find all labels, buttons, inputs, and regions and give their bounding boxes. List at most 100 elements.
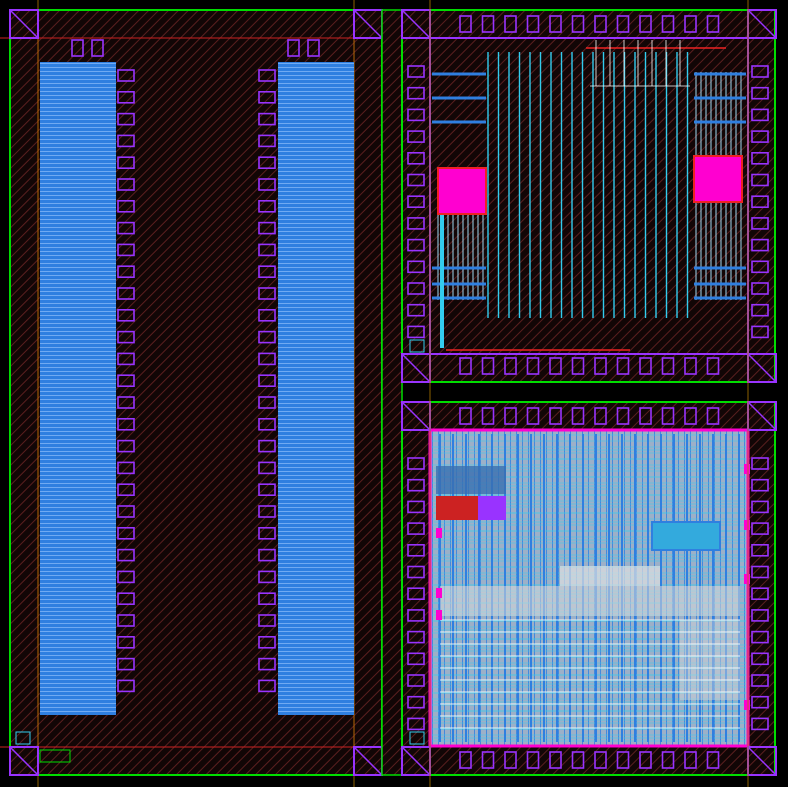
left-pin-b [258,614,276,627]
br-pin-right [751,695,769,709]
left-pin-b [258,178,276,191]
tr-pin-bottom [481,357,495,375]
tr-pin-left [407,238,425,252]
left-corner-cell-diag [353,746,383,776]
tr-pin-bottom [526,357,540,375]
left-top-stub [307,39,320,57]
br-pin-left [407,522,425,535]
left-top-stub [287,39,300,57]
tr-pin-bottom [549,357,562,375]
left-pin-b [258,243,276,257]
br-pin-top [549,407,562,425]
br-pin-bottom [459,751,472,769]
tr-pin-left [407,303,425,317]
left-memory-array-a[interactable] [40,62,116,715]
br-die-marker-box [409,731,425,745]
left-pin-a [117,396,135,409]
left-pin-a [117,69,135,82]
br-pin-bottom [706,751,720,769]
tr-pin-bottom [661,357,675,375]
br-pin-bottom [571,751,585,769]
left-die [0,0,388,787]
left-pin-a [117,330,135,344]
left-pin-b [258,200,276,213]
tr-pin-top [504,15,517,33]
tr-pin-right [751,173,769,187]
br-corner-cell-diag [401,401,431,431]
tr-pin-top [639,15,652,33]
left-die-marker-box-2 [39,749,71,763]
left-pin-a [117,134,135,148]
left-pin-b [258,548,276,562]
left-pin-b [258,439,276,453]
tr-pin-right [751,282,769,295]
br-pin-bottom [549,751,562,769]
left-die-top-stubs [71,39,320,57]
left-pin-a [117,352,135,366]
tr-pin-top [661,15,675,33]
left-die-pin-columns [117,69,276,693]
tr-corner-cell-diag [747,9,777,39]
br-pin-top [684,407,697,425]
br-pin-top [639,407,652,425]
br-logic-grey-band [680,620,740,700]
br-pin-bottom [639,751,652,769]
left-memory-array-b[interactable] [278,62,354,715]
left-pin-a [117,374,135,388]
tr-pin-left [407,86,425,100]
tr-pin-right [751,303,769,317]
bottom-right-die [401,401,777,776]
left-pin-a [117,221,135,235]
tr-pin-bottom [504,357,517,375]
left-corner-cell-diag [353,9,383,39]
tr-pin-right [751,195,769,208]
tr-via-block-right[interactable] [693,155,743,203]
tr-pin-top [684,15,697,33]
br-pin-top [594,407,607,425]
left-pin-a [117,526,135,540]
br-pin-right [751,522,769,535]
left-pin-b [258,112,276,126]
left-die-marker-box [15,731,31,745]
left-pin-b [258,156,276,169]
br-pin-right [751,457,769,470]
tr-pin-bottom [706,357,720,375]
tr-pin-top [571,15,585,33]
br-logic-via [436,588,442,598]
left-pin-b [258,221,276,235]
tr-via-block-left[interactable] [437,167,487,215]
br-pin-left [407,565,425,579]
left-pin-b [258,69,276,82]
tr-pin-right [751,260,769,274]
left-top-stub [91,39,104,57]
left-pin-b [258,308,276,322]
tr-pin-top [526,15,540,33]
left-pin-a [117,156,135,169]
tr-corner-cell-diag [401,9,431,39]
left-pin-b [258,483,276,497]
br-logic-cyan-block [651,521,721,551]
br-logic-via [436,528,442,538]
left-pin-a [117,570,135,584]
tr-pin-right [751,130,769,143]
left-pin-a [117,614,135,627]
br-logic-grey-band [440,586,740,616]
br-logic-via [436,610,442,620]
left-pin-a [117,483,135,497]
br-die-pins [407,407,769,769]
br-pin-right [751,674,769,687]
br-pin-bottom [684,751,697,769]
tr-pin-bottom [571,357,585,375]
left-pin-b [258,570,276,584]
left-pin-b [258,374,276,388]
tr-pin-bottom [459,357,472,375]
left-pin-b [258,592,276,606]
tr-pin-right [751,86,769,100]
left-pin-a [117,592,135,606]
left-pin-a [117,657,135,671]
br-pin-top [706,407,720,425]
br-pin-right [751,717,769,731]
left-pin-a [117,635,135,649]
tr-pin-left [407,282,425,295]
